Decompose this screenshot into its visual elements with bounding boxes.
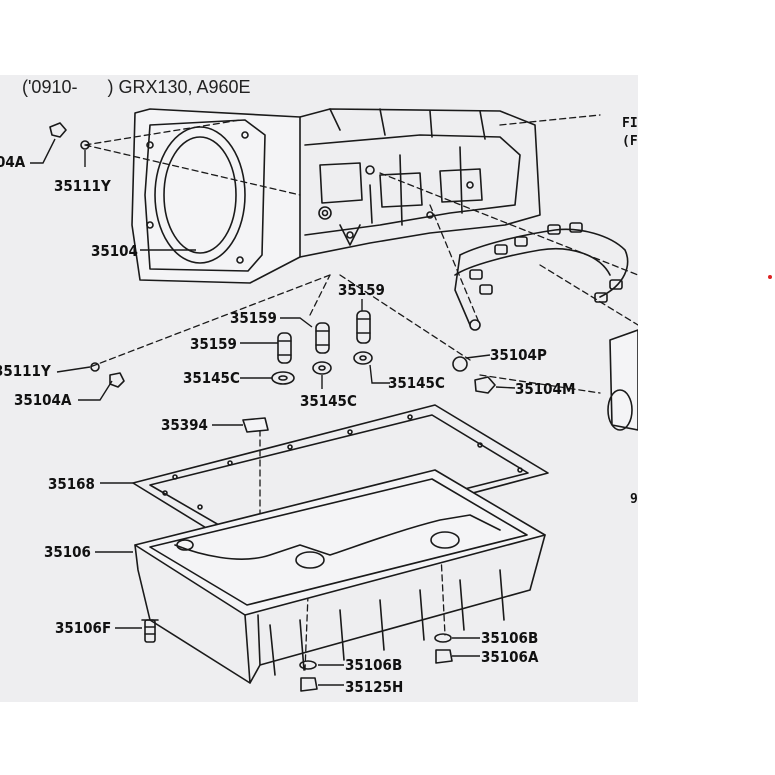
header-part-code: ('0910- bbox=[22, 77, 78, 97]
callout-35104M: 35104M bbox=[515, 380, 575, 398]
diagram-header: ('0910- ) GRX130, A960E bbox=[22, 77, 251, 98]
parts-exploded-diagram: 04A 35111Y 35104 35159 35159 35159 35111… bbox=[0, 108, 638, 696]
wiring-harness[interactable] bbox=[454, 222, 629, 331]
red-marker-dot bbox=[768, 275, 772, 279]
callout-35106: 35106 bbox=[44, 543, 91, 561]
callout-35106B-right: 35106B bbox=[481, 629, 538, 647]
callout-35111Y-top: 35111Y bbox=[54, 177, 111, 195]
oil-pan[interactable] bbox=[134, 469, 546, 684]
callout-35111Y-left: 35111Y bbox=[0, 362, 51, 380]
callout-35106A: 35106A bbox=[481, 648, 539, 666]
callout-35159-b: 35159 bbox=[190, 335, 237, 353]
callout-35394: 35394 bbox=[161, 416, 208, 434]
callout-35104A-top: 04A bbox=[0, 153, 26, 171]
header-model-info: ) GRX130, A960E bbox=[107, 77, 251, 97]
callout-35159-a: 35159 bbox=[230, 309, 277, 327]
callout-35104P: 35104P bbox=[490, 346, 547, 364]
transmission-housing[interactable] bbox=[131, 108, 541, 284]
callout-35145C-c: 35145C bbox=[388, 374, 445, 392]
callout-35125H: 35125H bbox=[345, 678, 403, 696]
callout-35106B-bottom: 35106B bbox=[345, 656, 402, 674]
callout-35104A-left: 35104A bbox=[14, 391, 72, 409]
edge-text-paren: (F bbox=[622, 134, 638, 149]
drain-bolts[interactable] bbox=[141, 619, 453, 692]
callout-35159-c: 35159 bbox=[338, 281, 385, 299]
callout-35168: 35168 bbox=[48, 475, 95, 493]
diagram-panel: ('0910- ) GRX130, A960E bbox=[0, 75, 638, 702]
edge-text-fi: FI bbox=[622, 116, 638, 131]
small-parts[interactable] bbox=[49, 122, 496, 433]
callout-35145C-b: 35145C bbox=[300, 392, 357, 410]
callout-35145C-a: 35145C bbox=[183, 369, 240, 387]
callout-35106F: 35106F bbox=[55, 619, 111, 637]
edge-text-nine: 9 bbox=[630, 492, 638, 507]
callout-35104: 35104 bbox=[91, 242, 138, 260]
